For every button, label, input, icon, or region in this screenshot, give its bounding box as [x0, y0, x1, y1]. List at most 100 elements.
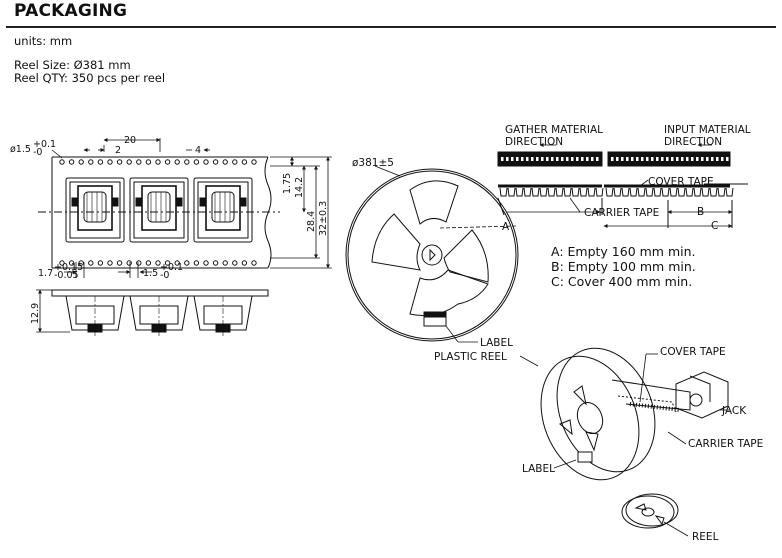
tape-pocket-mark [717, 187, 726, 197]
sprocket-hole [174, 260, 180, 266]
sprocket-hole [97, 260, 104, 266]
input-direction-line2: DIRECTION [664, 136, 722, 148]
leader-a-marker: A [502, 221, 510, 233]
sprocket-hole [212, 260, 219, 266]
tape-dimensions [51, 138, 332, 278]
tape-pocket-mark [547, 187, 556, 197]
tape-pocket-mark [523, 187, 532, 197]
sprocket-hole [241, 159, 248, 165]
side-pocket [129, 295, 189, 336]
tape-pocket-mark [563, 187, 572, 197]
tape-hole [501, 157, 504, 161]
tape-hole [581, 157, 584, 161]
tape-hole [521, 157, 524, 161]
sprocket-hole [68, 260, 75, 266]
hole-dia-tol-dn: -0 [33, 147, 42, 158]
sprocket-hole [251, 260, 257, 266]
tape-pocket-mark [555, 187, 564, 197]
sprocket-hole [155, 260, 161, 266]
tape-hole [531, 157, 534, 161]
sprocket-hole [126, 159, 132, 165]
carrier-tape-side-view [36, 289, 269, 336]
sprocket-hole [184, 260, 190, 266]
pitch-4-label: 4 [195, 145, 201, 156]
tape-hole [686, 157, 689, 161]
tape-pocket-mark [515, 187, 524, 197]
tape-hole [676, 157, 679, 161]
tape-pocket-mark [629, 187, 638, 197]
hole-dia-tol-up: +0.1 [33, 139, 56, 150]
tape-pocket-mark [701, 187, 710, 197]
tape-pocket-mark [653, 187, 662, 197]
sprocket-hole [212, 159, 219, 165]
tape-hole [716, 157, 719, 161]
dim-15-tol-dn: -0 [160, 270, 169, 281]
tape-pocket-mark [661, 187, 670, 197]
tape-pocket-mark [725, 187, 734, 197]
hole-dia-label: ø1.5 [10, 144, 31, 155]
sprocket-hole [155, 159, 161, 165]
tape-hole [556, 157, 559, 161]
tape-pocket-mark [595, 187, 604, 197]
tape-hole [636, 157, 639, 161]
tape-hole [541, 157, 544, 161]
sprocket-holes-bottom [59, 260, 257, 266]
dim-17-label: 1.7 [38, 268, 53, 279]
tape-direction-diagram [497, 143, 748, 228]
sprocket-hole [116, 260, 123, 266]
sprocket-holes-top [59, 159, 257, 165]
tape-pocket-mark [507, 187, 516, 197]
tape-pocket [129, 177, 189, 243]
sprocket-hole [107, 159, 113, 165]
section-header: PACKAGING [6, 0, 776, 28]
tape-hole [696, 157, 699, 161]
reel-isometric-view [519, 347, 730, 537]
tape-pocket-mark [605, 187, 614, 197]
note-b: B: Empty 100 mm min. [551, 259, 696, 274]
sprocket-hole [107, 260, 113, 266]
tape-pocket-mark [669, 187, 678, 197]
tape-pocket-mark [709, 187, 718, 197]
tape-hole [616, 157, 619, 161]
units-text: units: mm [14, 34, 73, 48]
tape-hole [651, 157, 654, 161]
note-a: A: Empty 160 mm min. [551, 244, 696, 259]
tape-hole [666, 157, 669, 161]
carrier-tape-top-view [38, 156, 280, 269]
tape-hole [536, 157, 539, 161]
tape-hole [641, 157, 644, 161]
sprocket-hole [145, 159, 152, 165]
leader-notes: A: Empty 160 mm min. B: Empty 100 mm min… [551, 244, 696, 289]
reel-callout: REEL [692, 531, 719, 543]
gather-direction-line1: GATHER MATERIAL [505, 124, 603, 136]
leader-c-marker: C [711, 220, 718, 232]
sprocket-hole [68, 159, 75, 165]
tape-hole [566, 157, 569, 161]
reel-qty-text: Reel QTY: 350 pcs per reel [14, 71, 166, 85]
tape-pocket-mark [539, 187, 548, 197]
tape-hole [701, 157, 704, 161]
tape-pocket-mark [499, 187, 508, 197]
tape-hole [506, 157, 509, 161]
sprocket-hole [203, 159, 209, 165]
sprocket-hole [88, 159, 94, 165]
tape-hole [516, 157, 519, 161]
dim-142-label: 14.2 [294, 177, 305, 198]
cover-tape-callout: COVER TAPE [648, 176, 714, 188]
tape-hole [671, 157, 674, 161]
tape-dimension-labels: ø1.5 +0.1 -0 20 2 4 1.75 14.2 28.4 32±0.… [10, 135, 329, 281]
tape-pockets [65, 177, 253, 243]
dim-129-label: 12.9 [30, 303, 41, 324]
sprocket-hole [232, 260, 238, 266]
tape-hole [631, 157, 634, 161]
iso-cover-tape-callout: COVER TAPE [660, 346, 726, 358]
tape-hole [596, 157, 599, 161]
sprocket-hole [78, 260, 84, 266]
sprocket-hole [164, 260, 171, 266]
tape-hole [611, 157, 614, 161]
tape-hole [646, 157, 649, 161]
pitch-20-label: 20 [124, 135, 136, 146]
tape-hole [591, 157, 594, 161]
leader-b-marker: B [697, 206, 704, 218]
page-title: PACKAGING [14, 1, 128, 21]
